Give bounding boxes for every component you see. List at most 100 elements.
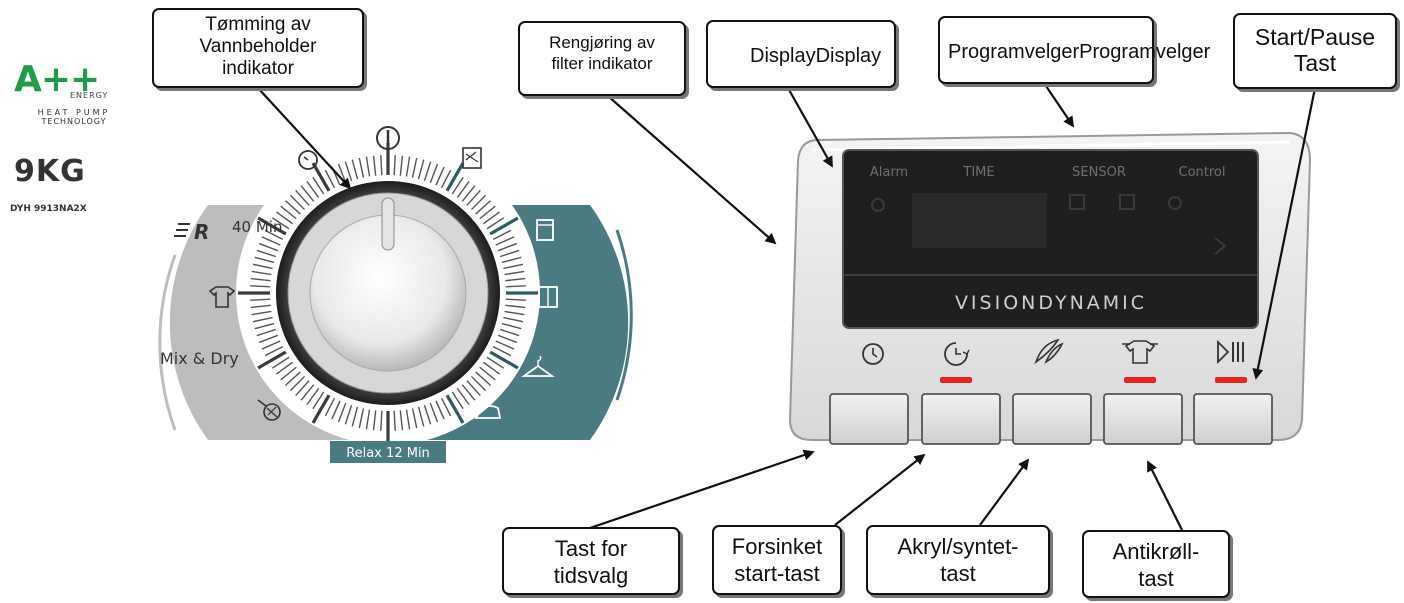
callout-forsinket: Forsinket start-tast bbox=[712, 525, 842, 595]
dial-tick bbox=[475, 200, 492, 215]
dial-tick bbox=[503, 316, 524, 323]
dial-tick bbox=[466, 189, 481, 206]
dial-tick bbox=[252, 316, 273, 323]
dial-tick bbox=[280, 366, 297, 381]
dial-tick bbox=[445, 162, 465, 192]
callout-tidsvalg: Tast for tidsvalg bbox=[502, 527, 680, 595]
callout-tomming: Tømming av Vannbeholder indikator bbox=[152, 8, 364, 88]
callout-display-text: DisplayDisplay bbox=[750, 45, 882, 67]
delay-start-icon bbox=[944, 342, 970, 366]
dial-tick bbox=[497, 242, 518, 252]
hanger-icon[interactable] bbox=[521, 355, 555, 377]
start-pause-led bbox=[1215, 377, 1247, 383]
callout-tidsvalg-line1: Tast for bbox=[554, 536, 628, 561]
dial-tick bbox=[492, 229, 512, 241]
dial-tick bbox=[261, 236, 281, 246]
dial-tick bbox=[337, 402, 347, 423]
time-select-button[interactable] bbox=[829, 393, 909, 445]
dial-tick bbox=[372, 155, 377, 176]
dial-tick bbox=[451, 391, 464, 410]
dial-tick bbox=[258, 334, 279, 344]
dial-tick bbox=[505, 277, 526, 282]
dial-tick bbox=[497, 334, 518, 344]
energy-logo: A++ ENERGY HEAT PUMP TECHNOLOGY bbox=[14, 59, 134, 127]
dial-tick bbox=[289, 375, 306, 392]
dial-tick bbox=[258, 242, 279, 252]
dial-tick bbox=[331, 400, 341, 420]
callout-antikroll: Antikrøll- tast bbox=[1082, 530, 1230, 598]
dial-tick bbox=[489, 350, 519, 370]
dial-label-40-min[interactable]: 40 Min bbox=[232, 218, 282, 236]
dial-tick bbox=[495, 340, 515, 350]
callout-start-pause-line2: Tast bbox=[1293, 50, 1337, 76]
dial-tick bbox=[399, 155, 404, 176]
dial-tick bbox=[405, 156, 411, 177]
callout-forsinket-line2: start-tast bbox=[734, 561, 820, 586]
energy-rating: A++ bbox=[14, 59, 100, 100]
play-pause-icon bbox=[1217, 339, 1244, 365]
display-inactive-symbols bbox=[871, 194, 1227, 255]
dial-tick bbox=[501, 322, 522, 330]
timer-dial-icon bbox=[298, 150, 318, 170]
display-time-segment bbox=[912, 193, 1047, 248]
technology-text: TECHNOLOGY bbox=[41, 117, 107, 126]
panel-brand-text: VISIONDYNAMIC bbox=[955, 292, 1147, 314]
control-panel-gloss bbox=[811, 140, 1291, 152]
power-icon bbox=[376, 126, 400, 150]
dial-tick bbox=[252, 263, 273, 270]
arrow-programvelger bbox=[1045, 85, 1075, 128]
anti-crease-led bbox=[1124, 377, 1156, 383]
dial-tick bbox=[486, 217, 505, 230]
display-label-alarm: Alarm bbox=[870, 165, 908, 180]
dial-tick bbox=[351, 159, 359, 180]
start-pause-button[interactable] bbox=[1193, 393, 1273, 445]
dial-tick bbox=[500, 328, 520, 337]
iron-icon[interactable] bbox=[474, 405, 502, 419]
dial-tick bbox=[456, 180, 470, 198]
dial-tick bbox=[504, 310, 525, 316]
hanger-dry-icon[interactable] bbox=[536, 219, 554, 241]
dial-tick bbox=[251, 270, 272, 276]
dial-tick bbox=[280, 205, 297, 220]
anti-crease-button[interactable] bbox=[1103, 393, 1183, 445]
dial-tick bbox=[411, 157, 418, 178]
dial-tick bbox=[380, 155, 383, 176]
dial-tick bbox=[475, 371, 492, 386]
dial-tick bbox=[429, 163, 439, 184]
callout-akryl-line1: Akryl/syntet- bbox=[897, 534, 1019, 559]
arrow-tidsvalg bbox=[589, 449, 815, 530]
dial-tick bbox=[311, 162, 331, 192]
dial-tick bbox=[256, 249, 276, 258]
dial-label-mix-dry[interactable]: Mix & Dry bbox=[160, 349, 239, 368]
dial-tick bbox=[466, 380, 481, 397]
delay-start-button[interactable] bbox=[921, 393, 1001, 445]
dial-knob-pointer bbox=[381, 197, 395, 251]
dial-tick bbox=[461, 384, 476, 401]
relax-badge-label[interactable]: Relax 12 Min bbox=[346, 446, 430, 461]
synthetic-button[interactable] bbox=[1012, 393, 1092, 445]
dial-tick-ring bbox=[238, 143, 538, 443]
dial-tick bbox=[284, 371, 301, 386]
callout-tomming-line2: Vannbeholder bbox=[199, 36, 317, 57]
wool-icon bbox=[257, 399, 281, 421]
dial-tick bbox=[257, 350, 287, 370]
cupboard-icon[interactable] bbox=[538, 286, 558, 308]
dial-tick bbox=[503, 263, 524, 270]
dial-tick bbox=[479, 205, 496, 220]
dial-tick bbox=[300, 384, 315, 401]
dial-tick bbox=[500, 249, 520, 258]
dial-tick bbox=[492, 345, 512, 357]
dial-tick bbox=[399, 410, 404, 431]
callout-display: DisplayDisplay bbox=[706, 20, 896, 88]
dial-tick bbox=[257, 216, 287, 236]
dial-tick bbox=[300, 185, 315, 202]
dial-tick bbox=[479, 366, 496, 381]
dial-tick bbox=[429, 402, 439, 423]
dial-tick bbox=[495, 236, 515, 246]
dial-tick bbox=[271, 356, 290, 369]
cupboard-dry-icon bbox=[462, 147, 482, 169]
dial-tick bbox=[275, 211, 293, 225]
callout-tidsvalg-line2: tidsvalg bbox=[553, 563, 629, 588]
dial-tick bbox=[250, 304, 271, 309]
dial-tick bbox=[440, 397, 452, 417]
